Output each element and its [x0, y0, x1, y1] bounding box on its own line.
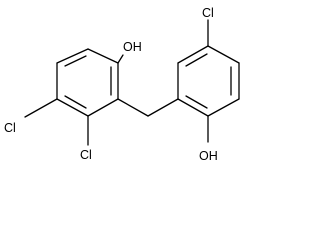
chemical-structure: OH Cl Cl Cl OH — [4, 6, 240, 163]
double-bond-inner — [64, 95, 87, 109]
bond — [87, 48, 119, 64]
bond — [87, 98, 119, 117]
bond-bridge-left — [117, 98, 149, 117]
bond — [56, 98, 89, 117]
double-bond-inner — [185, 53, 208, 67]
bond-cl-left-upper — [24, 98, 58, 118]
bond — [177, 45, 209, 64]
bond — [56, 48, 89, 64]
bond — [207, 45, 240, 64]
double-bond-inner — [64, 55, 87, 67]
atom-label-cl-left-lower: Cl — [80, 148, 92, 162]
atom-label-cl-left-upper: Cl — [4, 121, 16, 135]
atom-label-oh-right: OH — [199, 149, 218, 163]
bond-oh-left — [117, 54, 124, 64]
bond — [177, 98, 209, 117]
atom-label-cl-ring-right: Cl — [202, 6, 214, 20]
double-bond-inner — [185, 95, 208, 109]
bond-bridge-right — [147, 98, 179, 117]
bond — [207, 98, 240, 117]
right-ring — [177, 45, 240, 117]
substituent-bonds — [24, 19, 209, 146]
left-ring — [56, 48, 119, 117]
atom-label-oh-left: OH — [123, 40, 142, 54]
